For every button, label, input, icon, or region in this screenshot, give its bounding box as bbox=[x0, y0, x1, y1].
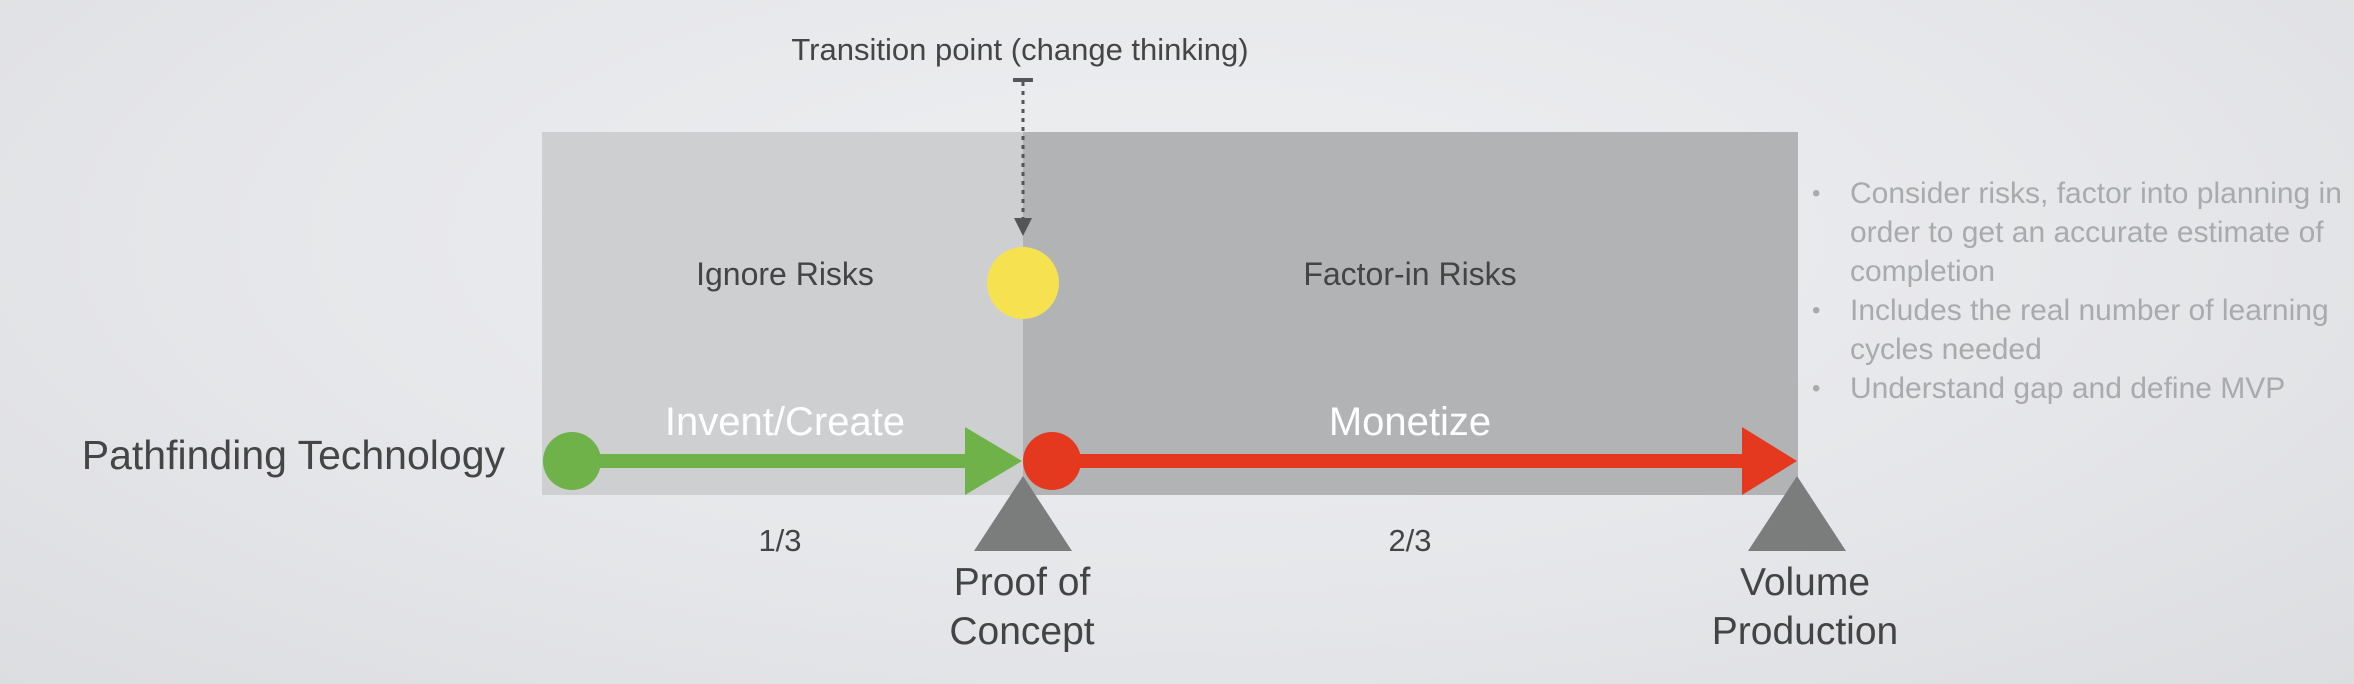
factor-in-risks-label: Factor-in Risks bbox=[1303, 256, 1517, 292]
note-text: Includes the real number of learning cyc… bbox=[1850, 294, 2329, 366]
monetize-label: Monetize bbox=[1328, 400, 1492, 444]
ignore-risks-label: Ignore Risks bbox=[696, 256, 874, 292]
proof-of-concept-marker bbox=[974, 476, 1072, 551]
fraction-one-third: 1/3 bbox=[758, 523, 802, 558]
invent-create-label: Invent/Create bbox=[664, 400, 906, 444]
monetize-arrow-start-dot bbox=[1023, 432, 1081, 490]
factor-in-risks-region bbox=[1023, 132, 1798, 495]
bullet-icon: • bbox=[1812, 375, 1821, 402]
transition-point-label: Transition point (change thinking) bbox=[791, 32, 1249, 67]
invent-arrowhead bbox=[965, 427, 1022, 495]
volume-production-line-1: Volume bbox=[1739, 561, 1871, 604]
notes-list: • Consider risks, factor into planning in… bbox=[1808, 174, 2348, 408]
pathfinding-technology-label: Pathfinding Technology bbox=[81, 432, 505, 478]
transition-point-dot bbox=[987, 247, 1059, 319]
volume-production-label: Volume Production bbox=[1660, 558, 1950, 656]
monetize-arrowhead bbox=[1742, 427, 1797, 495]
note-item: • Understand gap and define MVP bbox=[1808, 369, 2348, 408]
invent-arrow-start-dot bbox=[543, 432, 601, 490]
volume-production-line-2: Production bbox=[1711, 610, 1899, 653]
proof-of-concept-label: Proof of Concept bbox=[882, 558, 1162, 656]
ignore-risks-region bbox=[542, 132, 1023, 495]
note-text: Understand gap and define MVP bbox=[1850, 372, 2286, 405]
proof-of-concept-line-2: Concept bbox=[949, 610, 1095, 653]
note-text: Consider risks, factor into planning in … bbox=[1850, 177, 2342, 288]
bullet-icon: • bbox=[1812, 180, 1821, 207]
bullet-icon: • bbox=[1812, 297, 1821, 324]
volume-production-marker bbox=[1748, 476, 1846, 551]
proof-of-concept-line-1: Proof of bbox=[953, 561, 1091, 604]
note-item: • Includes the real number of learning cy… bbox=[1808, 291, 2348, 369]
note-item: • Consider risks, factor into planning in… bbox=[1808, 174, 2348, 291]
transition-pointer-arrowhead bbox=[1014, 218, 1032, 236]
fraction-two-thirds: 2/3 bbox=[1388, 523, 1432, 558]
